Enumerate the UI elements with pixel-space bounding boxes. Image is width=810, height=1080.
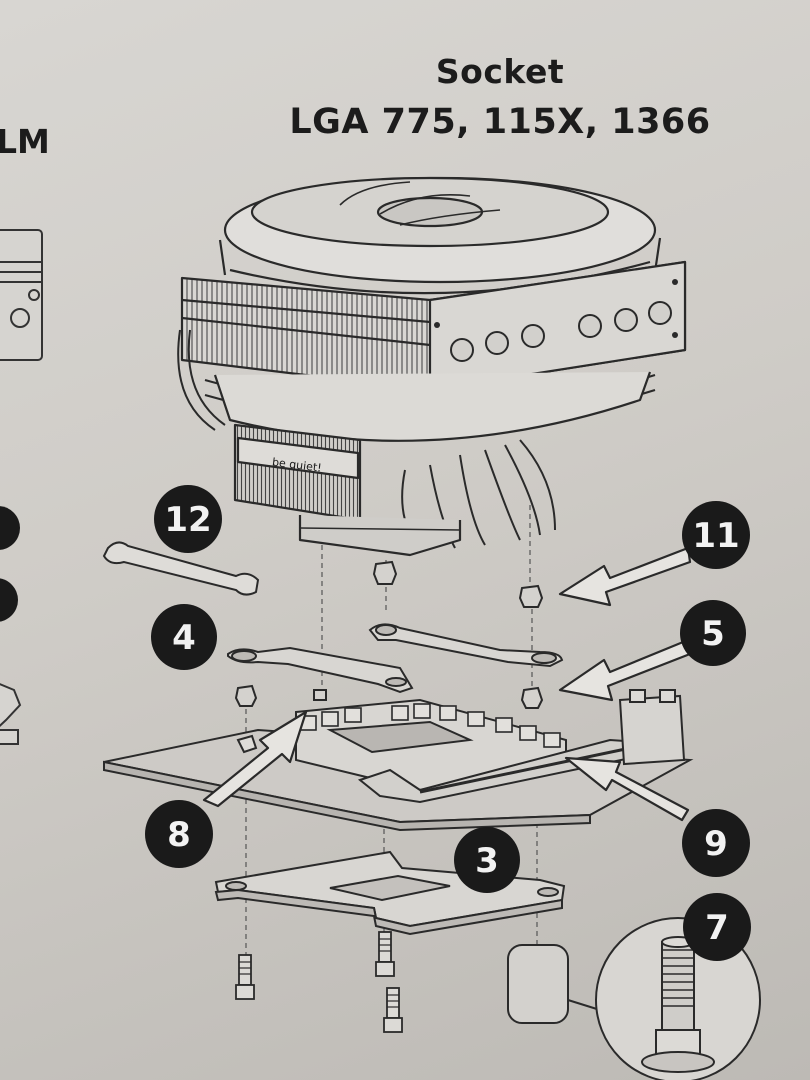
svg-text:4: 4 bbox=[172, 618, 196, 658]
callout-4: 4 bbox=[151, 604, 217, 670]
title-socket: Socket bbox=[435, 52, 565, 91]
screw-detail-zoom bbox=[507, 917, 761, 1080]
callout-12: 12 bbox=[154, 485, 222, 553]
svg-text:8: 8 bbox=[167, 815, 191, 855]
svg-text:12: 12 bbox=[164, 500, 211, 540]
callout-3: 3 bbox=[454, 827, 520, 893]
backplate bbox=[214, 850, 566, 936]
mounting-bars bbox=[227, 623, 564, 694]
callout-5: 5 bbox=[680, 600, 746, 666]
cpu-cooler: be quiet! bbox=[177, 176, 687, 557]
left-cut-heading: LM bbox=[0, 122, 50, 161]
title-socket-types: LGA 775, 115X, 1366 bbox=[289, 102, 711, 142]
svg-text:3: 3 bbox=[475, 841, 499, 881]
top-fan bbox=[218, 176, 662, 295]
wrench-tool bbox=[102, 541, 260, 596]
svg-text:11: 11 bbox=[692, 516, 739, 556]
mounting-screws bbox=[235, 931, 547, 1033]
svg-text:5: 5 bbox=[701, 614, 725, 654]
left-partial-drawing bbox=[0, 229, 43, 745]
callout-8: 8 bbox=[145, 800, 213, 868]
callout-9: 9 bbox=[682, 809, 750, 877]
callout-7: 7 bbox=[683, 893, 751, 961]
mounting-nuts bbox=[234, 560, 544, 709]
svg-text:9: 9 bbox=[704, 824, 728, 864]
svg-text:7: 7 bbox=[705, 908, 729, 948]
direction-arrows bbox=[202, 546, 692, 822]
brand-label: be quiet! bbox=[271, 456, 322, 475]
motherboard bbox=[103, 689, 694, 832]
callout-11: 11 bbox=[682, 501, 750, 569]
